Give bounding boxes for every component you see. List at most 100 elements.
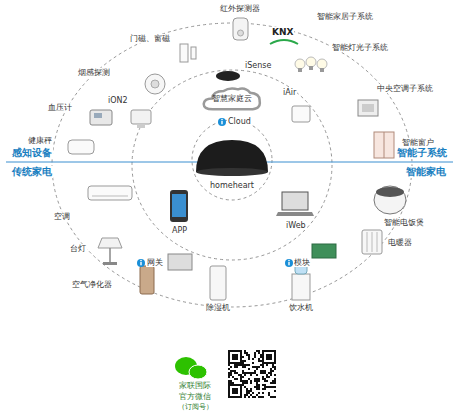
qr-module <box>236 372 238 374</box>
qr-module <box>232 388 234 390</box>
qr-module <box>256 350 258 352</box>
window-frame <box>384 132 385 158</box>
qr-module <box>268 358 270 360</box>
qr-module <box>270 368 272 370</box>
qr-module <box>266 358 268 360</box>
qr-module <box>236 392 238 394</box>
qr-module <box>246 392 248 394</box>
qr-module <box>260 372 262 374</box>
qr-module <box>228 384 230 386</box>
device-label: 官方微信 <box>178 392 212 401</box>
qr-module <box>228 394 230 396</box>
qr-module <box>274 352 276 354</box>
qr-module <box>256 378 258 380</box>
rice-cooker-lid <box>376 187 404 197</box>
qr-module <box>248 364 250 366</box>
device-label: 家联国际 <box>178 381 212 390</box>
qr-module <box>270 396 272 398</box>
qr-module <box>234 372 236 374</box>
qr-module <box>240 362 242 364</box>
info-bar <box>140 262 141 265</box>
air-conditioner <box>88 186 132 200</box>
qr-module <box>248 358 250 360</box>
qr-module <box>274 354 276 356</box>
qr-module <box>258 352 260 354</box>
qr-module <box>272 370 274 372</box>
qr-module <box>272 366 274 368</box>
qr-module <box>236 366 238 368</box>
qr-module <box>274 350 276 352</box>
device-label: 红外探测器 <box>219 4 261 13</box>
qr-module <box>264 370 266 372</box>
info-icon <box>137 259 145 267</box>
qr-module <box>254 356 256 358</box>
device-label: homeheart <box>209 181 255 190</box>
qr-module <box>242 372 244 374</box>
info-dot <box>288 260 290 262</box>
rice-cooker <box>374 186 406 214</box>
category-label: 感知设备 <box>11 147 53 159</box>
inner-ring <box>192 120 272 200</box>
qr-module <box>252 358 254 360</box>
qr-module <box>234 384 236 386</box>
qr-module <box>264 362 266 364</box>
qr-module <box>268 394 270 396</box>
qr-module <box>264 388 266 390</box>
qr-module <box>270 372 272 374</box>
qr-module <box>234 358 236 360</box>
smoke-detector-core <box>151 80 159 88</box>
qr-module <box>256 382 258 384</box>
qr-module <box>248 396 250 398</box>
qr-module <box>270 362 272 364</box>
qr-module <box>234 388 236 390</box>
qr-module <box>236 356 238 358</box>
device-label: 除湿机 <box>205 303 231 312</box>
qr-module <box>254 386 256 388</box>
qr-module <box>228 392 230 394</box>
qr-module <box>262 370 264 372</box>
device-label: iON2 <box>107 96 129 105</box>
qr-module <box>246 382 248 384</box>
qr-module <box>244 396 246 398</box>
qr-module <box>242 362 244 364</box>
device-label: 饮水机 <box>288 303 314 312</box>
qr-module <box>230 382 232 384</box>
qr-module <box>252 372 254 374</box>
qr-module <box>274 358 276 360</box>
qr-module <box>238 362 240 364</box>
qr-module <box>240 378 242 380</box>
qr-module <box>250 382 252 384</box>
qr-module <box>244 350 246 352</box>
qr-module <box>248 368 250 370</box>
qr-module <box>228 362 230 364</box>
category-label: 智能子系统 <box>396 147 448 159</box>
qr-module <box>266 354 268 356</box>
info-icon <box>218 118 226 126</box>
bulb <box>317 59 327 69</box>
qr-module <box>230 366 232 368</box>
qr-module <box>232 392 234 394</box>
qr-module <box>266 380 268 382</box>
ac-vent <box>92 196 128 197</box>
homeheart-device <box>196 140 268 172</box>
qr-module <box>234 390 236 392</box>
qr-module <box>254 396 256 398</box>
qr-module <box>242 376 244 378</box>
wechat-bubble <box>189 365 207 379</box>
qr-module <box>264 372 266 374</box>
qr-module <box>262 392 264 394</box>
qr-module <box>228 360 230 362</box>
qr-module <box>240 360 242 362</box>
qr-module <box>272 364 274 366</box>
door-magnet <box>191 47 196 59</box>
qr-module <box>270 386 272 388</box>
qr-module <box>264 384 266 386</box>
qr-module <box>266 350 268 352</box>
qr-module <box>248 356 250 358</box>
qr-module <box>244 366 246 368</box>
qr-module <box>254 380 256 382</box>
qr-module <box>240 388 242 390</box>
qr-module <box>258 380 260 382</box>
qr-module <box>274 356 276 358</box>
